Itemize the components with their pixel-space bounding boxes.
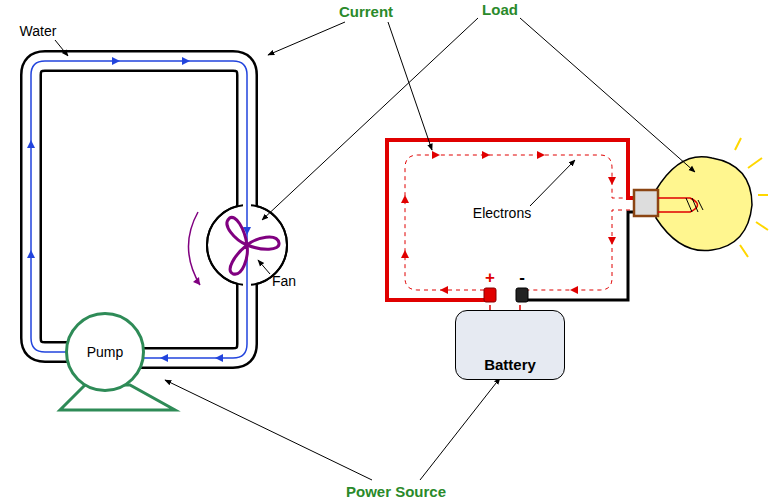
positive-wire xyxy=(387,140,636,300)
water-flow-arrows xyxy=(27,57,251,362)
negative-terminal xyxy=(516,288,528,302)
node-text: Pump xyxy=(87,344,124,360)
node-text: Battery xyxy=(484,356,536,373)
terminal-sign: - xyxy=(519,269,525,288)
fan-blades xyxy=(224,215,279,277)
electron-arrows xyxy=(401,151,616,294)
light-bulb xyxy=(634,138,768,257)
concept-label: Load xyxy=(482,2,518,19)
rotation-arrow xyxy=(188,212,200,285)
pump-circle: Pump xyxy=(65,312,145,392)
water-pipe xyxy=(31,61,287,358)
concept-label: Current xyxy=(339,4,393,21)
battery-box: Battery xyxy=(455,310,565,380)
part-label: Water xyxy=(20,24,57,39)
part-label: Fan xyxy=(272,274,296,289)
negative-wire xyxy=(522,212,636,300)
electron-flow xyxy=(405,155,630,290)
concept-label: Power Source xyxy=(346,484,446,501)
positive-terminal xyxy=(484,288,496,302)
terminal-sign: + xyxy=(485,269,495,288)
leader-lines xyxy=(55,18,695,480)
part-label: Electrons xyxy=(473,206,531,221)
rotation-arrowhead xyxy=(193,277,200,285)
